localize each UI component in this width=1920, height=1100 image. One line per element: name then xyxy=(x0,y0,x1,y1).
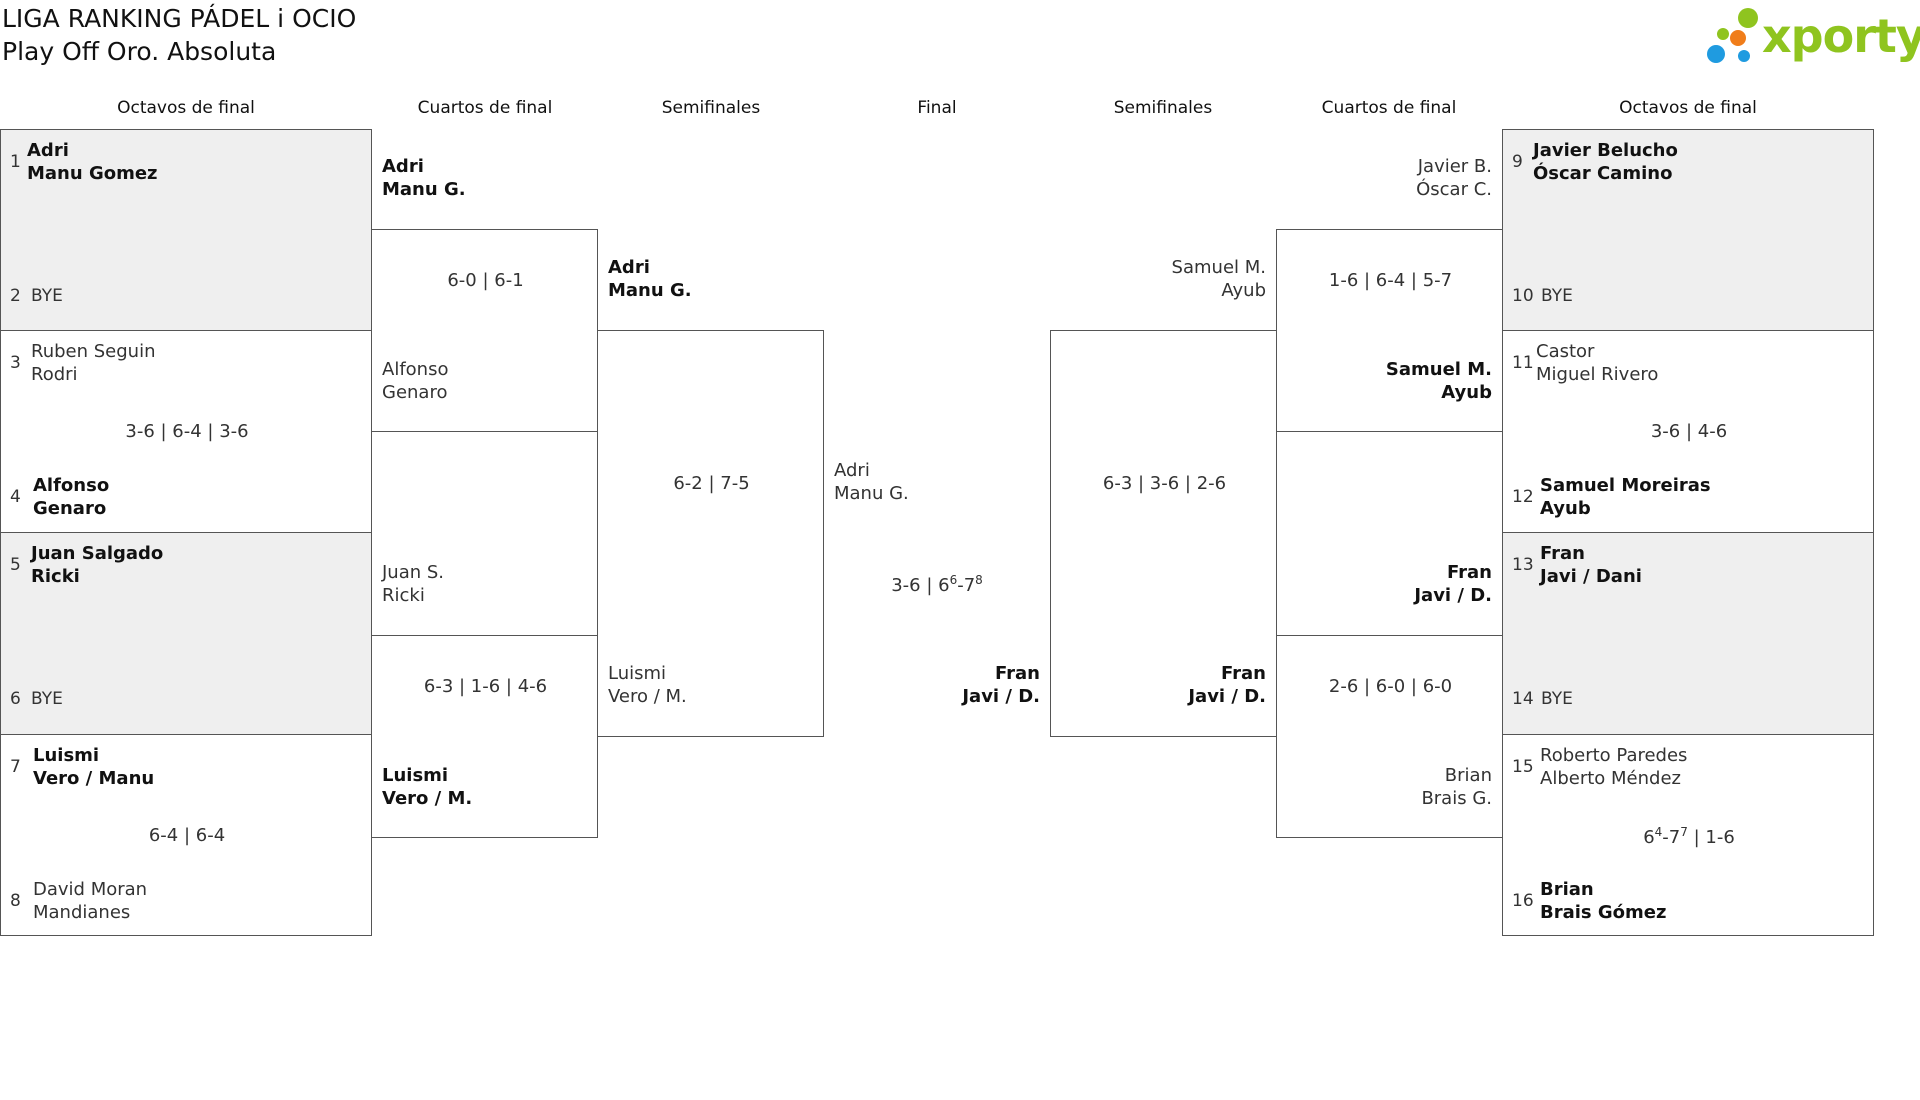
seed-number: 10 xyxy=(1512,286,1534,306)
match-score: 3-6 | 4-6 xyxy=(1650,421,1728,442)
match-score: 6-0 | 6-1 xyxy=(447,270,524,291)
col-right-qf: Cuartos de final xyxy=(1321,98,1457,118)
logo-wordmark: xporty xyxy=(1762,9,1920,63)
match-score: 1-6 | 6-4 | 5-7 xyxy=(1328,270,1453,291)
sf-team-top: Samuel M.Ayub xyxy=(1171,257,1266,301)
match-right-qf-1[interactable]: 1-6 | 6-4 | 5-7 Samuel M.Ayub xyxy=(1276,229,1503,432)
match-score: 6-3 | 3-6 | 2-6 xyxy=(1102,473,1227,494)
seed-number: 5 xyxy=(10,555,21,575)
final-score: 3-6 | 66-78 xyxy=(891,573,983,596)
seed-number: 11 xyxy=(1512,353,1534,373)
qf-team-top: Javier B.Óscar C. xyxy=(1416,156,1492,200)
qf-team-top: Juan S.Ricki xyxy=(382,562,445,606)
league-title: LIGA RANKING PÁDEL i OCIO xyxy=(2,4,357,33)
page-title: LIGA RANKING PÁDEL i OCIO Play Off Oro. … xyxy=(2,2,356,68)
bye-label: BYE xyxy=(31,689,63,709)
bye-label: BYE xyxy=(31,286,63,306)
seed-number: 4 xyxy=(10,487,21,507)
match-score: 64-77 | 1-6 xyxy=(1643,825,1735,848)
match-score: 3-6 | 6-4 | 3-6 xyxy=(125,421,249,442)
seed-number: 16 xyxy=(1512,891,1534,911)
col-left-r16: Octavos de final xyxy=(117,98,255,118)
col-right-sf: Semifinales xyxy=(1113,98,1213,118)
seed-number: 1 xyxy=(10,152,21,172)
seed-number: 3 xyxy=(10,353,21,373)
bye-label: BYE xyxy=(1541,689,1573,709)
logo-dots-icon xyxy=(1707,8,1758,63)
col-left-qf: Cuartos de final xyxy=(417,98,553,118)
seed-number: 2 xyxy=(10,286,21,306)
seed-number: 9 xyxy=(1512,152,1523,172)
match-score: 6-3 | 1-6 | 4-6 xyxy=(423,676,548,697)
seed-number: 14 xyxy=(1512,689,1534,709)
xporty-logo[interactable]: xporty xyxy=(1698,4,1920,68)
team-name: Samuel M.Ayub xyxy=(1385,359,1492,403)
col-final: Final xyxy=(917,98,957,118)
match-score: 6-2 | 7-5 xyxy=(673,473,750,494)
match-score: 2-6 | 6-0 | 6-0 xyxy=(1328,676,1453,697)
seed-number: 6 xyxy=(10,689,21,709)
seed-number: 15 xyxy=(1512,757,1534,777)
seed-number: 13 xyxy=(1512,555,1534,575)
playoff-subtitle: Play Off Oro. Absoluta xyxy=(2,37,277,66)
seed-number: 7 xyxy=(10,757,21,777)
col-right-r16: Octavos de final xyxy=(1619,98,1757,118)
bye-label: BYE xyxy=(1541,286,1573,306)
seed-number: 8 xyxy=(10,891,21,911)
seed-number: 12 xyxy=(1512,487,1534,507)
match-score: 6-4 | 6-4 xyxy=(148,825,226,846)
col-left-sf: Semifinales xyxy=(661,98,761,118)
